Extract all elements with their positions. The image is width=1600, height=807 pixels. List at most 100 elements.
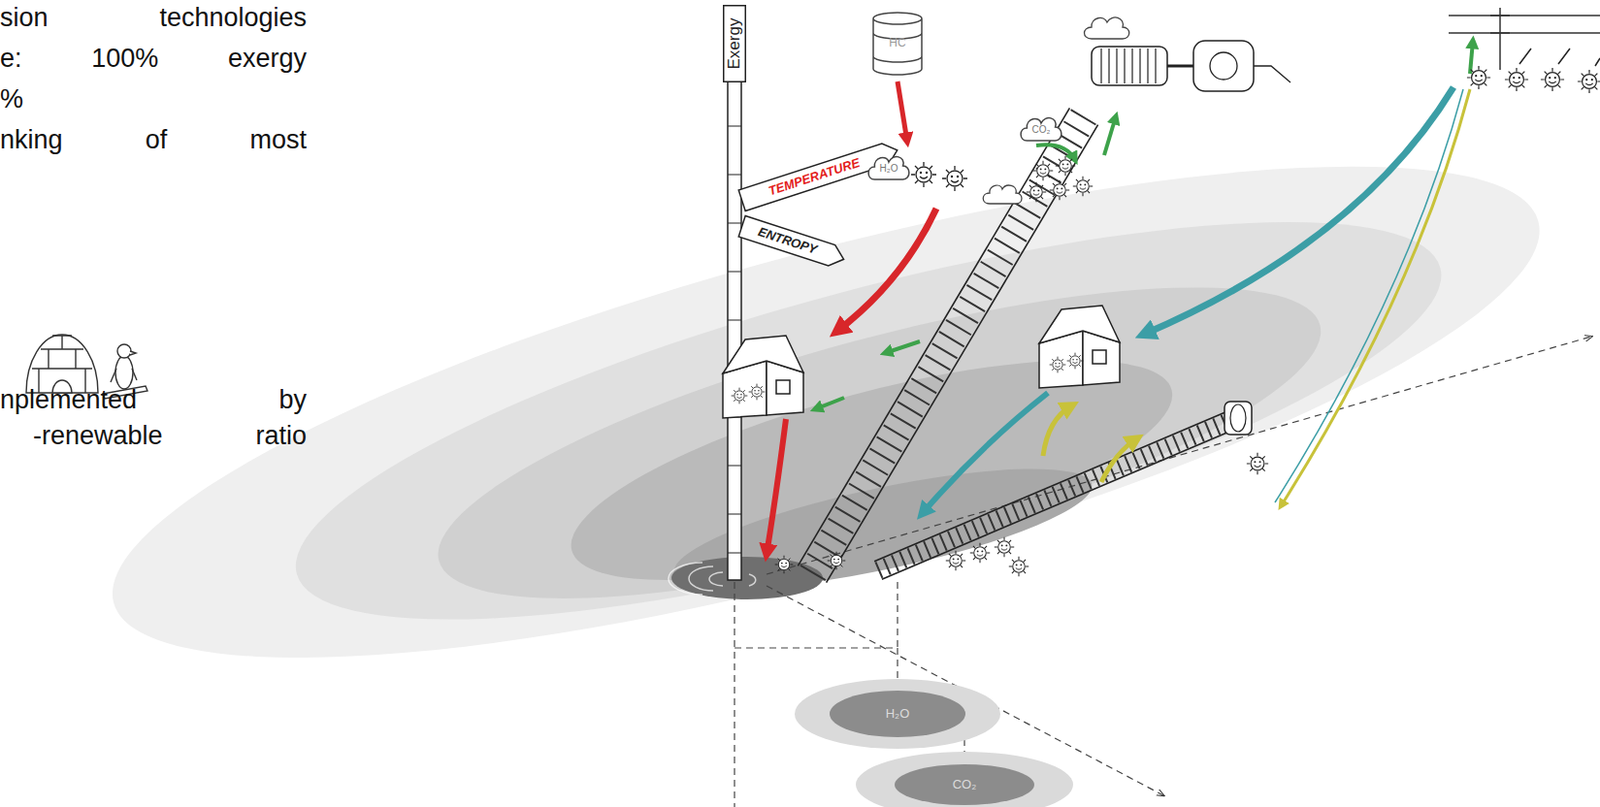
- node-shape: [868, 157, 910, 180]
- ladder-rungs: [812, 116, 1084, 575]
- water-projection: H₂O: [829, 690, 966, 738]
- node-text: H₂O: [880, 163, 899, 174]
- power-pylon: [1490, 7, 1510, 70]
- side-text: -renewable ratio: [32, 420, 307, 452]
- energy-character: [731, 388, 749, 405]
- entropy-sign: ENTROPY: [737, 215, 849, 271]
- node-text: CO₂: [1032, 124, 1051, 135]
- shaft: [1167, 65, 1194, 68]
- electricity-flow: [1142, 87, 1454, 335]
- smoke-puff: [1084, 17, 1130, 39]
- energy-character: [1246, 453, 1269, 475]
- node-shape: [829, 690, 966, 738]
- vertical-axis: [733, 582, 735, 807]
- node-text: CO₂: [952, 778, 978, 792]
- power-flow: [1280, 89, 1470, 507]
- ambient-heat-flow: [1101, 438, 1138, 483]
- carbon-dioxide-projection: CO₂: [894, 764, 1035, 806]
- temperature-axis: [766, 336, 1592, 575]
- ripple: [709, 572, 723, 587]
- ripple: [749, 574, 756, 587]
- energy-character: [1067, 353, 1084, 370]
- energy-character: [749, 384, 766, 401]
- winch-drum: [1224, 401, 1252, 435]
- work-flow: [1104, 116, 1116, 156]
- projection-line: [896, 582, 898, 649]
- energy-character: [946, 551, 966, 571]
- power-line: [1448, 15, 1600, 33]
- conveyor-rungs: [878, 419, 1235, 571]
- energy-character: [994, 537, 1014, 557]
- exergy-sign: Exergy: [722, 4, 747, 83]
- turbine: [1091, 46, 1168, 86]
- energy-character: [1577, 69, 1600, 94]
- landscape-ring: [552, 315, 1193, 626]
- energy-character: [1055, 156, 1076, 176]
- work-flow: [1036, 144, 1076, 161]
- energy-character: [1467, 65, 1491, 90]
- heat-loss-flow: [766, 419, 786, 556]
- power-flow-edge: [1274, 89, 1464, 503]
- work-flow: [815, 397, 845, 410]
- character-arrows: [1519, 48, 1600, 66]
- work-flow: [1469, 40, 1473, 74]
- landscape-ring: [262, 141, 1474, 702]
- node-shape: [894, 764, 1035, 806]
- node-text: Exergy: [725, 18, 745, 70]
- hydrocarbon-barrel: HC: [872, 11, 923, 76]
- penguin-wings: [110, 368, 137, 383]
- side-text: e: 100% exergy: [0, 42, 307, 74]
- energy-character: [1033, 161, 1053, 181]
- conveyor-rail: [874, 410, 1231, 562]
- penguin-beak: [130, 351, 136, 356]
- heat-pump-flow: [921, 392, 1048, 515]
- energy-character: [1073, 176, 1093, 196]
- node-text: H₂O: [885, 707, 911, 721]
- node-shape: [1020, 118, 1062, 141]
- energy-character: [1049, 357, 1067, 374]
- energy-character: [1504, 67, 1529, 92]
- node-text: HC: [888, 36, 906, 50]
- energy-characters: [731, 65, 1600, 577]
- projection-halo: [855, 751, 1074, 807]
- house-window: [1092, 350, 1107, 364]
- energy-character: [1009, 556, 1029, 577]
- heat-flow: [836, 208, 937, 332]
- side-text: nking of most: [0, 124, 307, 156]
- house-roof: [722, 335, 804, 374]
- energy-character: [1026, 182, 1046, 202]
- side-text: nplemented by: [0, 384, 307, 416]
- projection-halo: [794, 679, 1001, 750]
- generator-rotor: [1209, 52, 1238, 80]
- exergy-pole: [727, 77, 742, 581]
- house-window: [776, 380, 790, 394]
- work-flow: [884, 341, 920, 354]
- igloo-bricks: [32, 335, 93, 393]
- smoke-puff: [982, 185, 1022, 204]
- node-shape: [738, 216, 848, 270]
- penguin-head: [117, 344, 131, 359]
- winch-hub: [1230, 404, 1246, 432]
- energy-character: [775, 555, 794, 575]
- generator: [1193, 40, 1254, 92]
- house: [722, 335, 804, 419]
- ladder-rail: [826, 125, 1099, 584]
- igloo-icon: [26, 334, 98, 393]
- energy-character: [1540, 67, 1565, 92]
- generator-cable: [1253, 65, 1291, 83]
- axes: [734, 336, 1592, 807]
- energy-character: [942, 165, 968, 192]
- side-text: sion technologies: [0, 1, 307, 33]
- node-shape: [723, 5, 747, 83]
- energy-character: [827, 552, 847, 571]
- energy-character: [911, 162, 937, 188]
- conveyor-rail: [881, 427, 1239, 580]
- node-shape: [873, 12, 922, 75]
- turbine-blades: [1101, 48, 1156, 84]
- fuel-flow: [897, 81, 908, 142]
- house: [1039, 305, 1120, 389]
- pool-ripples: [668, 562, 756, 595]
- igloo-dome: [26, 334, 98, 393]
